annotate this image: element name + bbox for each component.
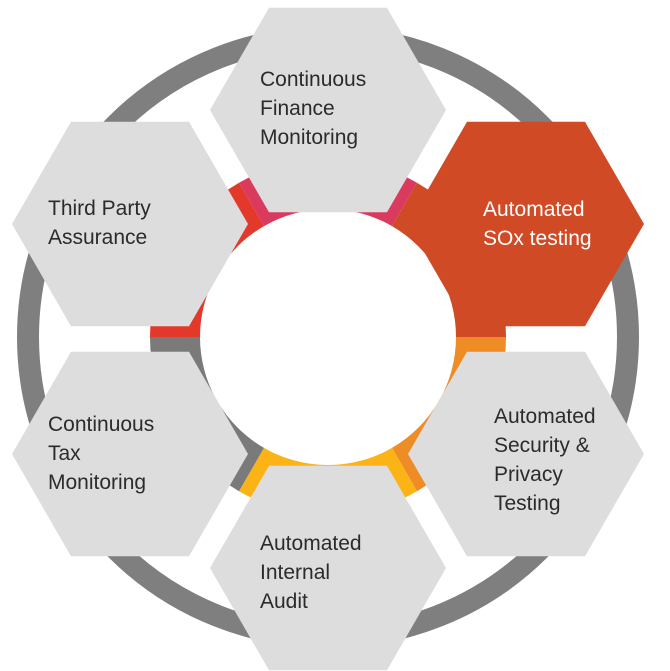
hexagon-upper-right-label: Automated SOx testing — [483, 198, 592, 250]
hexagon-upper-right[interactable]: Automated SOx testing — [408, 121, 644, 327]
hexagon-lower-left-shape — [12, 351, 248, 557]
hexagon-top-shape — [210, 7, 446, 213]
hexagon-bottom[interactable]: Automated Internal Audit — [210, 465, 446, 671]
hexagon-bottom-label: Automated Internal Audit — [260, 532, 367, 613]
hexagon-top-label: Continuous Finance Monitoring — [260, 68, 372, 149]
hexagon-upper-left-label: Third Party Assurance — [48, 197, 157, 249]
hexagon-upper-left-shape — [12, 121, 248, 327]
hexagon-lower-right[interactable]: Automated Security & Privacy Testing — [408, 351, 644, 557]
hexagon-lower-left[interactable]: Continuous Tax Monitoring — [12, 351, 248, 557]
hexagon-lower-left-label: Continuous Tax Monitoring — [48, 413, 160, 494]
hexagon-bottom-shape — [210, 465, 446, 671]
hexagon-top[interactable]: Continuous Finance Monitoring — [210, 7, 446, 213]
hexagon-upper-left[interactable]: Third Party Assurance — [12, 121, 248, 327]
hexagon-lower-right-shape — [408, 351, 644, 557]
hexagon-upper-right-shape — [408, 121, 644, 327]
hexagon-lower-right-label: Automated Security & Privacy Testing — [494, 405, 601, 515]
